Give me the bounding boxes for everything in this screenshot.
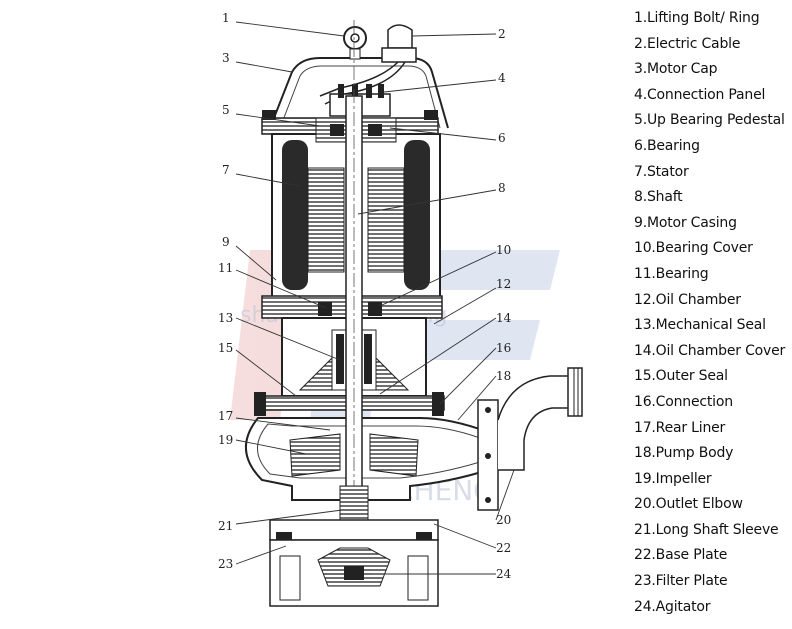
callout-16: 16 [496,341,511,355]
callout-6: 6 [498,131,506,145]
callout-14: 14 [496,311,512,325]
callout-24: 24 [496,567,512,581]
legend-item-5: 5.Up Bearing Pedestal [634,112,785,129]
legend-item-6: 6.Bearing [634,137,700,154]
callout-4: 4 [498,71,506,85]
callout-8: 8 [498,181,506,195]
callout-5: 5 [222,103,230,117]
callout-19: 19 [218,433,233,447]
legend-item-2: 2.Electric Cable [634,35,741,52]
agitator [317,547,391,587]
outlet-elbow [477,367,583,511]
legend-item-8: 8.Shaft [634,189,683,206]
legend-item-7: 7.Stator [634,163,689,180]
callout-20: 20 [496,513,511,527]
pump-cross-section-drawing: shanghailiancheng LIANCHENG [218,11,583,607]
callout-7: 7 [222,163,230,177]
legend-item-15: 15.Outer Seal [634,368,728,385]
legend-item-20: 20.Outlet Elbow [634,496,743,513]
stator-left [282,140,345,290]
parts-legend: 1.Lifting Bolt/ Ring 2.Electric Cable 3.… [634,6,792,620]
callout-1: 1 [222,11,230,25]
legend-item-22: 22.Base Plate [634,547,728,564]
base-plate [269,519,439,546]
callout-2: 2 [498,27,506,41]
impeller [289,433,419,477]
callout-9: 9 [222,235,230,249]
legend-item-23: 23.Filter Plate [634,573,728,590]
legend-item-21: 21.Long Shaft Sleeve [634,521,779,538]
legend-item-16: 16.Connection [634,393,733,410]
callout-12: 12 [496,277,511,291]
stator-right [367,140,430,290]
legend-item-1: 1.Lifting Bolt/ Ring [634,10,760,26]
callout-11: 11 [218,261,233,275]
leader-lines [235,21,515,575]
callout-21: 21 [218,519,233,533]
legend-item-3: 3.Motor Cap [634,61,718,78]
legend-item-12: 12.Oil Chamber [634,291,741,308]
motor-cap [269,57,449,129]
connection-panel [329,84,391,117]
legend-item-10: 10.Bearing Cover [634,240,753,257]
callouts: 1 2 3 4 5 6 7 8 9 10 11 12 13 14 15 16 1… [218,11,512,581]
callout-13: 13 [218,311,233,325]
legend-item-24: 24.Agitator [634,598,711,615]
lifting-ring [343,26,367,60]
legend-item-18: 18.Pump Body [634,445,734,462]
callout-3: 3 [222,51,230,65]
callout-15: 15 [218,341,233,355]
callout-10: 10 [496,243,511,257]
callout-23: 23 [218,557,233,571]
callout-18: 18 [496,369,511,383]
legend-item-9: 9.Motor Casing [634,214,737,231]
legend-item-19: 19.Impeller [634,470,712,487]
callout-17: 17 [218,409,233,423]
legend-item-4: 4.Connection Panel [634,86,766,103]
legend-item-13: 13.Mechanical Seal [634,317,766,334]
callout-22: 22 [496,541,511,555]
legend-item-17: 17.Rear Liner [634,419,726,436]
motor-cap-inner [279,65,441,129]
legend-item-14: 14.Oil Chamber Cover [634,342,786,359]
legend-item-11: 11.Bearing [634,265,709,282]
